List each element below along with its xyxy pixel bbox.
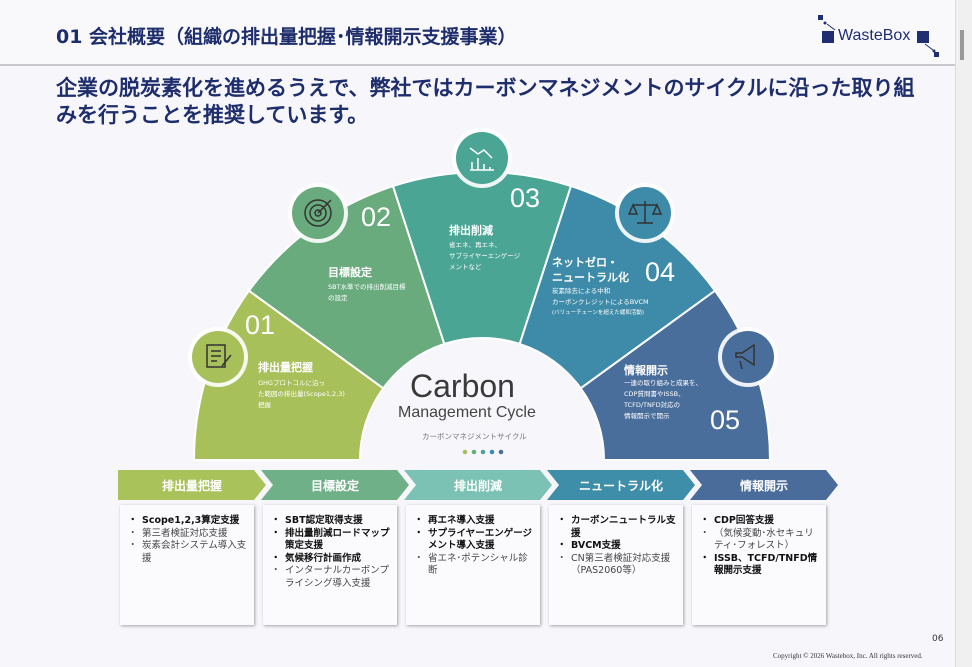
service-card-5: CDP回答支援（気候変動･水セキュリティ･フォレスト）ISSB、TCFD/TNF… <box>692 505 826 625</box>
service-item: 第三者検証対応支援 <box>128 528 248 541</box>
desc-line: (バリューチェーンを超えた緩和活動) <box>552 310 645 316</box>
service-banner-1: 排出量把握 <box>118 470 266 500</box>
service-item: CN第三者検証対応支援（PAS2060等） <box>557 553 677 578</box>
service-banner-5: 情報開示 <box>690 470 838 500</box>
service-banner-4: ニュートラル化 <box>547 470 695 500</box>
service-card-2: SBT認定取得支援排出量削減ロードマップ策定支援気候移行計画作成インターナルカー… <box>263 505 397 625</box>
page-number: 06 <box>932 634 944 644</box>
desc-line: 情報開示で開示 <box>624 412 670 420</box>
megaphone-icon <box>718 327 778 387</box>
cycle-dot <box>480 449 486 455</box>
service-banner-2: 目標設定 <box>261 470 409 500</box>
cycle-dot <box>471 449 477 455</box>
chart-down-icon <box>452 128 512 188</box>
carbon-cycle-diagram <box>188 128 778 470</box>
segment-2-desc: SBT水準での排出削減目標 の設定 <box>328 282 406 304</box>
service-banner-label: 排出量把握 <box>161 478 222 493</box>
service-item: カーボンニュートラル支援 <box>557 515 677 540</box>
wastebox-logo <box>818 15 939 57</box>
segment-1-title: 排出量把握 <box>258 361 313 374</box>
cycle-subtitle: Management Cycle <box>398 404 536 421</box>
desc-line: 一連の取り組みと成果を、 <box>624 379 702 387</box>
service-item: 排出量削減ロードマップ策定支援 <box>271 528 391 553</box>
scrollbar[interactable] <box>955 0 972 667</box>
service-card-1: Scope1,2,3算定支援第三者検証対応支援炭素会計システム導入支援 <box>120 505 254 625</box>
service-item: SBT認定取得支援 <box>271 515 391 528</box>
segment-2-number: 02 <box>361 202 392 232</box>
desc-line: た範囲の排出量(Scope1,2,3) <box>258 390 345 398</box>
service-banner-3: 排出削減 <box>404 470 552 500</box>
segment-3-title: 排出削減 <box>449 224 493 237</box>
service-item: Scope1,2,3算定支援 <box>128 515 248 528</box>
logo-text: WasteBox <box>838 27 911 44</box>
document-pen-icon <box>188 327 248 387</box>
scrollbar-thumb[interactable] <box>960 30 964 60</box>
desc-line: 炭素除去による中和 <box>552 287 611 295</box>
segment-2-title: 目標設定 <box>328 266 372 279</box>
service-card-3: 再エネ導入支援サプライヤーエンゲージメント導入支援省エネ･ポテンシャル診断 <box>406 505 540 625</box>
service-item: 気候移行計画作成 <box>271 553 391 566</box>
segment-4-number: 04 <box>645 257 676 287</box>
desc-line: メントなど <box>449 263 482 271</box>
cycle-center <box>362 340 602 470</box>
segment-5-title: 情報開示 <box>624 364 668 377</box>
cycle-dot <box>498 449 504 455</box>
headline: 企業の脱炭素化を進めるうえで、弊社ではカーボンマネジメントのサイクルに沿った取り… <box>56 76 915 127</box>
segment-3-number: 03 <box>510 183 541 213</box>
desc-line: GHGプロトコルに沿っ <box>258 379 325 387</box>
segment-4-desc: 炭素除去による中和 カーボンクレジットによるBVCM (バリューチェーンを超えた… <box>552 286 649 319</box>
service-banner-label: 情報開示 <box>739 478 788 493</box>
slide-header <box>0 0 955 66</box>
segment-5-desc: 一連の取り組みと成果を、 CDP質問書やISSB、 TCFD/TNFD対応の 情… <box>624 378 702 422</box>
service-banner-label: ニュートラル化 <box>578 478 663 493</box>
cycle-dot <box>462 449 468 455</box>
segment-3-desc: 省エネ、再エネ、 サプライヤーエンゲージ メントなど <box>449 240 520 273</box>
service-item: CDP回答支援 <box>700 515 820 528</box>
desc-line: CDP質問書やISSB、 <box>624 390 685 398</box>
service-banner-label: 目標設定 <box>310 478 359 493</box>
service-banner-label: 排出削減 <box>453 478 502 493</box>
desc-line: サプライヤーエンゲージ <box>449 252 521 260</box>
service-item: ISSB、TCFD/TNFD情報開示支援 <box>700 553 820 578</box>
service-item: インターナルカーボンプライシング導入支援 <box>271 565 391 590</box>
desc-line: カーボンクレジットによるBVCM <box>552 298 649 306</box>
service-item: 再エネ導入支援 <box>414 515 534 528</box>
segment-1-desc: GHGプロトコルに沿っ た範囲の排出量(Scope1,2,3) 把握 <box>258 378 345 411</box>
desc-line: TCFD/TNFD対応の <box>624 401 681 409</box>
service-item: BVCM支援 <box>557 540 677 553</box>
scale-icon <box>615 183 675 243</box>
segment-4-title: ネットゼロ・ <box>552 256 618 269</box>
desc-line: 把握 <box>258 401 271 409</box>
desc-line: SBT水準での排出削減目標 <box>328 283 406 291</box>
service-card-4: カーボンニュートラル支援BVCM支援CN第三者検証対応支援（PAS2060等） <box>549 505 683 625</box>
service-item: 炭素会計システム導入支援 <box>128 540 248 565</box>
service-item: サプライヤーエンゲージメント導入支援 <box>414 528 534 553</box>
target-icon <box>288 183 348 243</box>
desc-line: の設定 <box>328 294 348 302</box>
segment-1-number: 01 <box>245 310 276 340</box>
slide-title: 01 会社概要（組織の排出量把握･情報開示支援事業） <box>56 26 517 48</box>
cycle-title: Carbon <box>410 368 515 404</box>
cycle-dot <box>489 449 495 455</box>
service-item: 省エネ･ポテンシャル診断 <box>414 553 534 578</box>
copyright: Copyright © 2026 Wastebox, Inc. All righ… <box>773 652 923 660</box>
segment-4-title-2: ニュートラル化 <box>552 271 629 284</box>
segment-5-number: 05 <box>710 405 741 435</box>
service-item: （気候変動･水セキュリティ･フォレスト） <box>700 528 820 553</box>
desc-line: 省エネ、再エネ、 <box>449 241 501 249</box>
cycle-subtitle-jp: カーボンマネジメントサイクル <box>422 432 527 441</box>
